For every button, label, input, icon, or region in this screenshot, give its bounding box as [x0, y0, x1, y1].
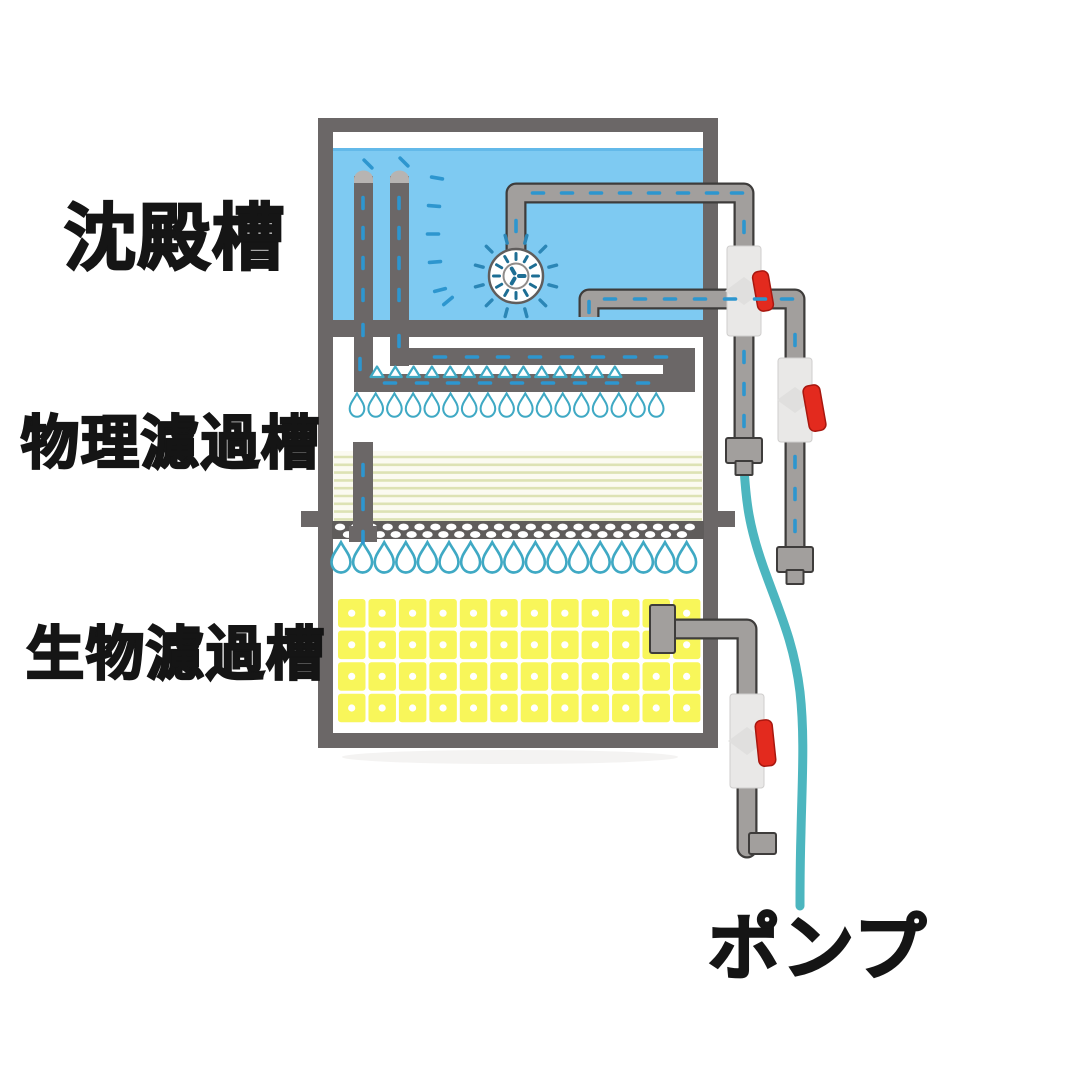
bio-outlet-plumbing	[649, 604, 777, 859]
label-biological-filter-tank: 生物濾過槽	[26, 622, 326, 687]
pipe-fitting-left	[725, 437, 763, 476]
valve-top	[725, 245, 775, 337]
outlet-foot	[748, 832, 777, 855]
bio-media-grid	[338, 599, 701, 723]
plate-support-right	[704, 511, 735, 527]
intake-pipe-cap	[354, 170, 373, 183]
valve-handle	[751, 270, 775, 312]
chamber-divider	[318, 320, 718, 337]
pipe-fitting-right	[776, 546, 814, 585]
valve-mid	[777, 357, 827, 443]
intake-pipes	[354, 170, 409, 392]
valve-bottom	[728, 693, 777, 789]
bulkhead-flange	[649, 604, 676, 654]
tank-frame	[301, 118, 735, 748]
perforated-plate	[332, 521, 704, 539]
filter-mat	[333, 451, 703, 521]
flow-dashes	[358, 156, 797, 545]
pump-hose	[739, 462, 808, 911]
label-pump: ポンプ	[708, 909, 928, 989]
plate-support-left	[301, 511, 332, 527]
standpipe	[349, 442, 377, 542]
tank-shadow	[342, 750, 678, 764]
valve-handle	[754, 719, 777, 767]
impeller	[473, 233, 559, 319]
intake-pipe-cap	[390, 170, 409, 183]
drip-row-upper	[348, 391, 665, 418]
label-sedimentation-tank: 沈殿槽	[64, 199, 286, 279]
drip-row-lower	[330, 539, 698, 574]
label-physical-filter-tank: 物理濾過槽	[21, 411, 321, 476]
valve-handle	[802, 384, 827, 433]
spray-nozzles	[369, 365, 623, 379]
